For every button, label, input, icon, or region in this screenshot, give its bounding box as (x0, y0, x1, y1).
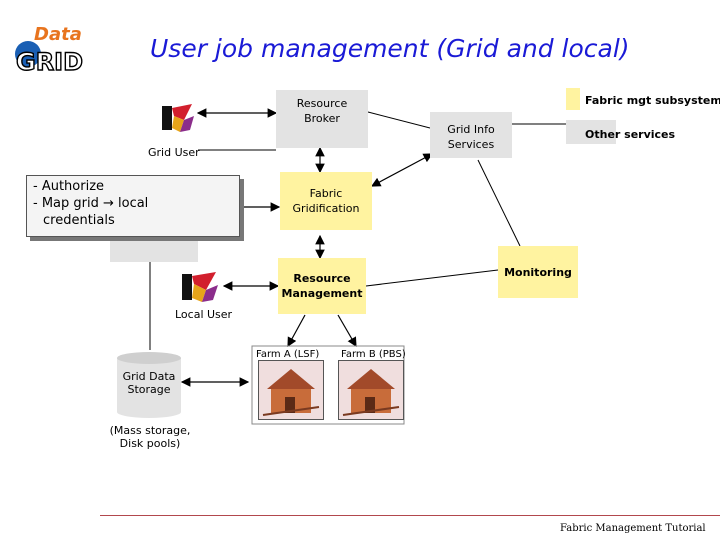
grid-user-label: Grid User (148, 146, 200, 159)
legend-fabric-swatch (566, 88, 580, 110)
fabric-gridification-box[interactable]: Fabric Gridification (280, 172, 372, 230)
legend-other-label: Other services (585, 128, 676, 141)
local-user-icon (180, 270, 220, 304)
globe-icon (15, 41, 41, 67)
resource-broker-box[interactable]: Resource Broker (276, 90, 368, 148)
datagrid-logo: Data GRID (8, 20, 120, 77)
callout-line-map: - Map grid → local (33, 196, 149, 211)
legend-other-swatch (566, 120, 616, 144)
monitoring-box[interactable]: Monitoring (498, 246, 578, 298)
legend-fabric-label: Fabric mgt subsystems (585, 94, 720, 107)
storage-note-label: (Mass storage, Disk pools) (109, 424, 191, 450)
local-user-label: Local User (175, 308, 233, 321)
farm-b-label: Farm B (PBS) (341, 349, 406, 360)
footer-text: Fabric Management Tutorial (560, 523, 706, 534)
farm-a-house-icon (258, 360, 324, 420)
footer-divider (100, 515, 720, 516)
farm-b-house-icon (338, 360, 404, 420)
logo-text-grid: GRID (16, 48, 83, 76)
grid-info-services-box[interactable]: Grid Info Services (430, 112, 512, 158)
authorization-callout: - Authorize - Map grid → local credentia… (26, 175, 240, 237)
storage-cylinder-icon (117, 352, 181, 418)
grid-user-icon (160, 102, 196, 134)
logo-text-data: Data (34, 24, 82, 45)
farm-a-label: Farm A (LSF) (256, 349, 320, 360)
slide-title: User job management (Grid and local) (150, 34, 630, 63)
resource-management-box[interactable]: Resource Management (278, 258, 366, 314)
callout-line-credentials: credentials (43, 213, 115, 228)
callout-line-authorize: - Authorize (33, 179, 105, 194)
grid-data-storage-label: Grid Data Storage (122, 370, 176, 396)
